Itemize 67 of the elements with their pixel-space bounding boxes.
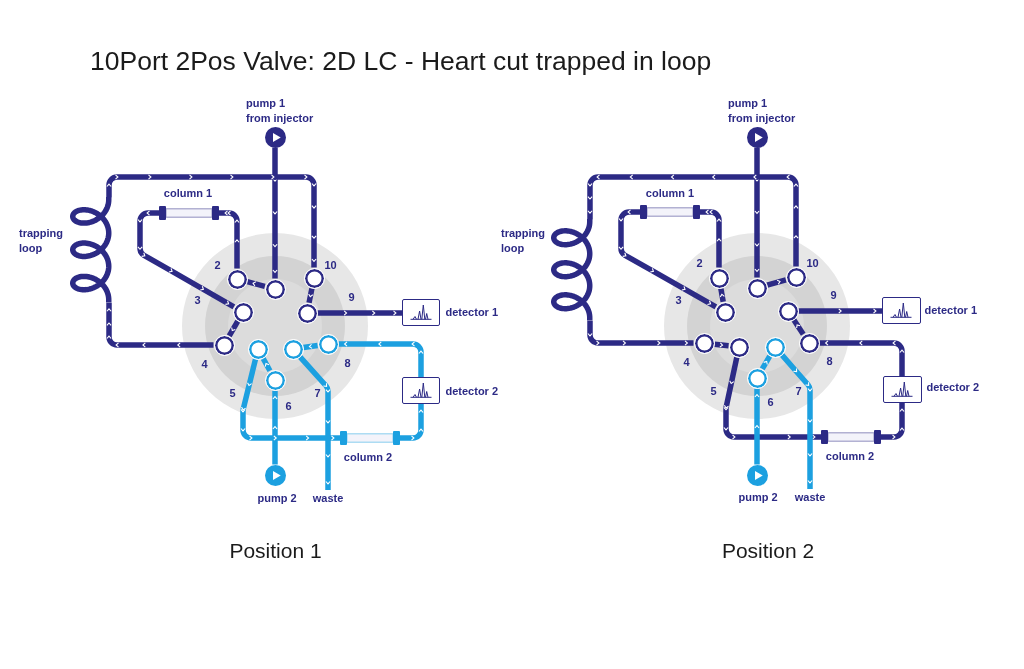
component-label: detector 2 [445, 383, 499, 398]
port-number: 4 [683, 354, 690, 369]
flow-line [587, 174, 799, 267]
flow-line [226, 319, 241, 338]
flow-line [779, 353, 813, 489]
component-label: pump 2 [257, 491, 297, 505]
flow-line [106, 302, 214, 348]
flow-line [723, 356, 821, 440]
port-number: 6 [767, 394, 774, 409]
flow-line [246, 279, 266, 289]
component-label: detector 1 [445, 304, 499, 319]
port-number: 9 [348, 289, 355, 304]
port-number: 5 [229, 385, 236, 400]
component-label: column 1 [163, 186, 213, 200]
position-caption: Position 2 [721, 538, 815, 564]
flow-line [240, 358, 340, 441]
component-label: column 1 [645, 186, 695, 200]
diagram-title: 10Port 2Pos Valve: 2D LC - Heart cut trapped in loop [90, 45, 712, 77]
flow-line [700, 209, 722, 268]
flow-line [718, 287, 726, 303]
flow-line [338, 341, 424, 377]
flow-line [881, 403, 905, 440]
flow-line [798, 308, 882, 314]
flow-line [272, 147, 278, 279]
port-number: 7 [795, 383, 802, 398]
port-number: 10 [324, 257, 337, 272]
component-label: pump 1 from injector [246, 95, 314, 126]
flow-line [297, 354, 331, 490]
flow-line [819, 340, 905, 376]
flow-line [272, 390, 278, 465]
port-number: 3 [194, 292, 201, 307]
outlet-label: waste [308, 490, 348, 506]
flow-line [306, 287, 315, 304]
port-number: 9 [830, 287, 837, 302]
flow-line [754, 147, 760, 278]
component-label: column 2 [825, 449, 875, 463]
port-number: 7 [314, 385, 321, 400]
flow-line [137, 210, 236, 310]
port-number: 5 [710, 383, 717, 398]
port-number: 3 [675, 292, 682, 307]
flow-line [759, 354, 773, 371]
position-caption: Position 1 [229, 538, 322, 564]
outlet-label: waste [790, 489, 830, 505]
port-number: 8 [344, 355, 351, 370]
flow-line [791, 318, 806, 336]
flow-line [317, 310, 402, 316]
flow-line [219, 210, 240, 269]
component-label: detector 2 [926, 379, 980, 394]
component-label: detector 1 [924, 302, 978, 317]
flow-line [106, 174, 317, 268]
component-label: trapping loop [501, 225, 545, 256]
port-number: 2 [214, 257, 221, 272]
port-number: 8 [826, 353, 833, 368]
port-number: 2 [696, 255, 703, 270]
port-number: 10 [806, 255, 819, 270]
flow-line [618, 209, 718, 310]
flow-line [754, 388, 760, 465]
flow-line [766, 277, 787, 288]
flow-line [260, 356, 273, 373]
port-number: 4 [201, 356, 208, 371]
flow-line [303, 342, 318, 351]
component-label: pump 2 [738, 490, 778, 504]
component-label: column 2 [343, 450, 393, 464]
port-number: 6 [285, 398, 292, 413]
component-label: trapping loop [19, 225, 63, 256]
flow-line [714, 341, 729, 349]
component-label: pump 1 from injector [728, 95, 796, 126]
